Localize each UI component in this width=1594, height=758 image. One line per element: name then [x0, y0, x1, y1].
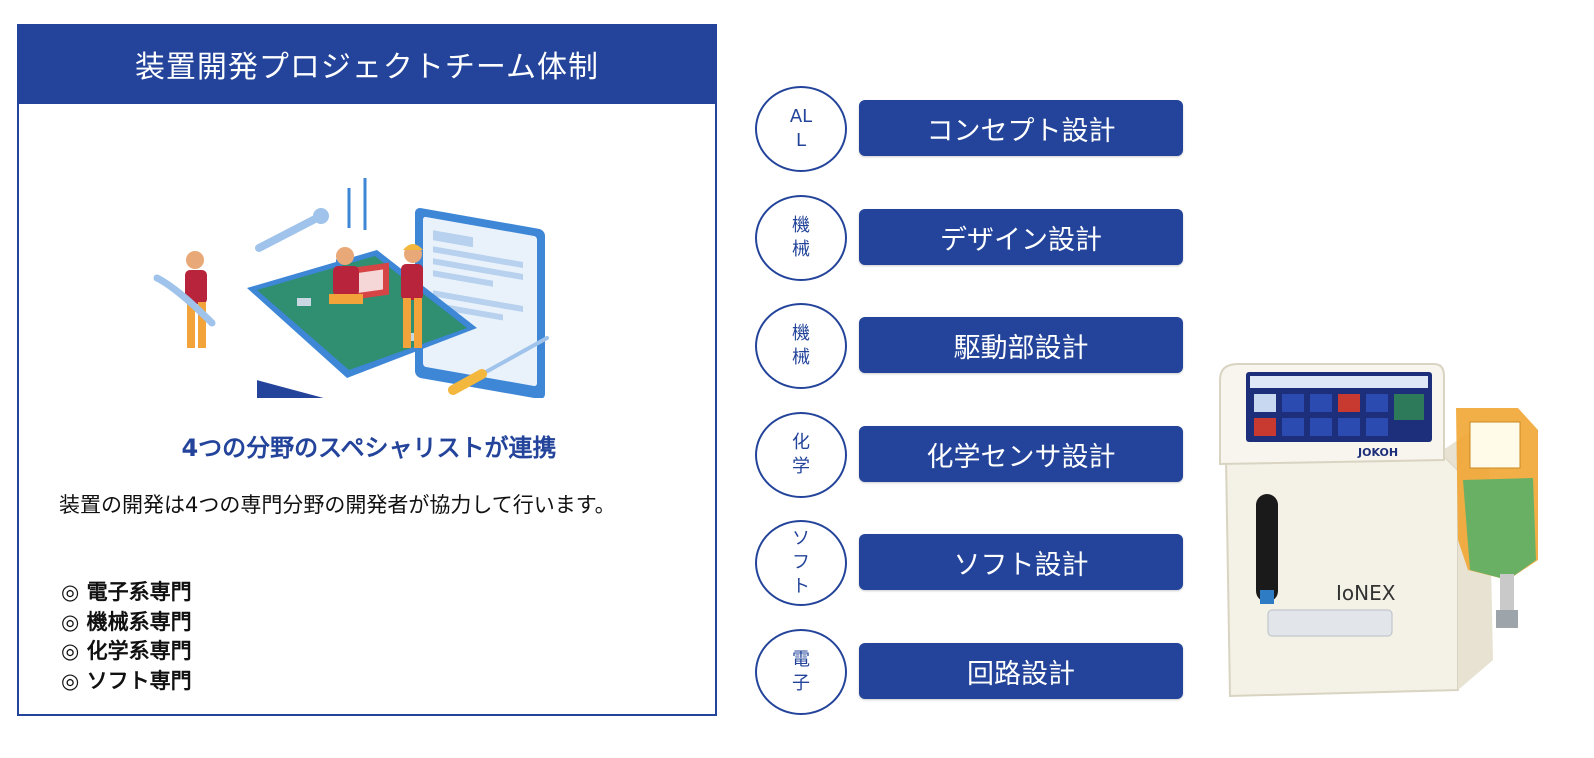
specialty-item: ◎ 化学系専門: [61, 639, 192, 663]
subheading: 4つの分野のスペシャリストが連携: [181, 434, 557, 462]
worker-2-icon: [329, 247, 363, 304]
team-structure-panel: 装置開発プロジェクトチーム体制: [17, 24, 717, 716]
specialty-item: ◎ ソフト専門: [61, 668, 192, 693]
phase-tag: ソフト: [755, 520, 847, 606]
monitor-icon: [415, 207, 545, 398]
phase-row-software: ソフト ソフト設計: [755, 520, 1185, 610]
phase-label: ソフト設計: [859, 534, 1183, 590]
phase-label: 回路設計: [859, 643, 1183, 699]
phase-tag: ALL: [755, 86, 847, 172]
ionex-device-image: JOKOH IoNEX: [1219, 363, 1538, 698]
phase-label: 駆動部設計: [859, 317, 1183, 373]
phase-row-sensor: 化学 化学センサ設計: [755, 412, 1185, 502]
phase-tag: 化学: [755, 412, 847, 498]
device-brand: JOKOH: [1357, 446, 1398, 459]
device-model: IoNEX: [1336, 581, 1396, 605]
specialty-item: ◎ 機械系専門: [61, 609, 192, 634]
worker-1-icon: [153, 251, 216, 348]
engineering-team-illustration: [153, 178, 549, 398]
phase-row-concept: ALL コンセプト設計: [755, 86, 1185, 176]
phase-row-drive: 機械 駆動部設計: [755, 303, 1185, 393]
phase-label: コンセプト設計: [859, 100, 1183, 156]
phase-label: デザイン設計: [859, 209, 1183, 265]
panel-title: 装置開発プロジェクトチーム体制: [17, 24, 717, 104]
worker-3-icon: [401, 244, 423, 348]
phase-tag: 機械: [755, 303, 847, 389]
specialty-list: ◎ 電子系専門 ◎ 機械系専門 ◎ 化学系専門 ◎ ソフト専門: [61, 578, 192, 696]
wrench-icon: [255, 208, 329, 252]
phase-row-design: 機械 デザイン設計: [755, 195, 1185, 285]
phase-label: 化学センサ設計: [859, 426, 1183, 482]
phase-tag: 機械: [755, 195, 847, 281]
phase-tag: 電子: [755, 629, 847, 715]
description-text: 装置の開発は4つの専門分野の開発者が協力して行います。: [59, 493, 616, 517]
phase-row-circuit: 電子 回路設計: [755, 629, 1185, 719]
screwdriver-icon: [448, 336, 549, 395]
specialty-item: ◎ 電子系専門: [61, 580, 192, 604]
